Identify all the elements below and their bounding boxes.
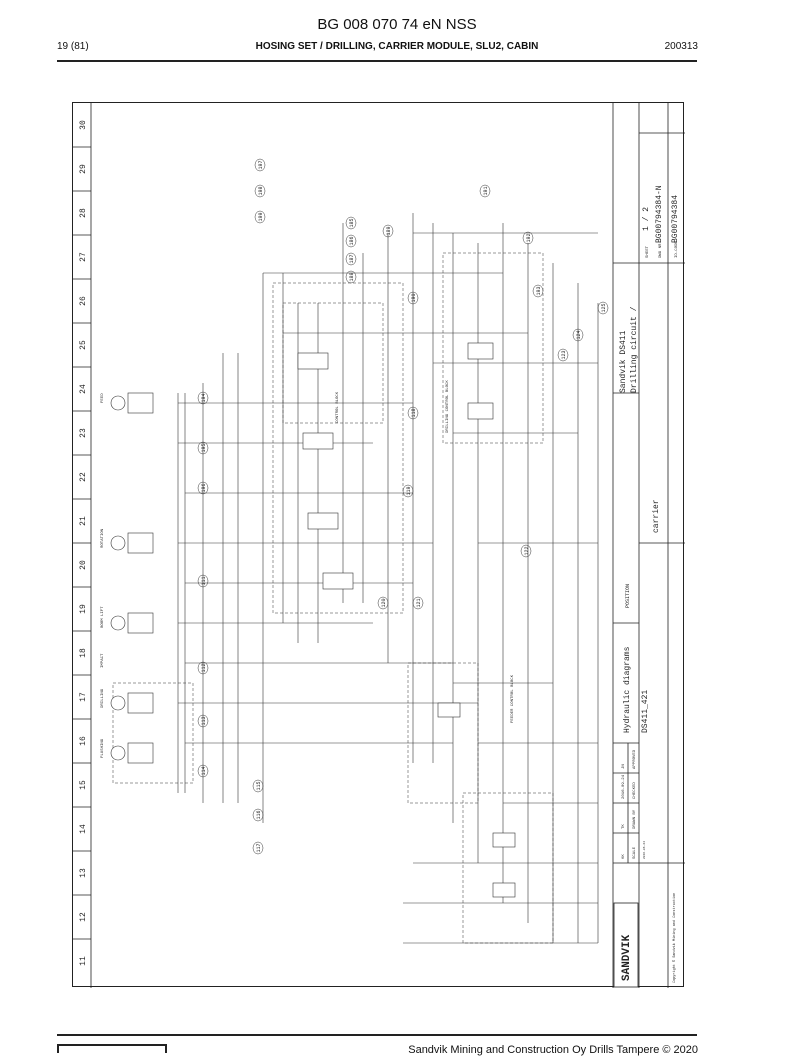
title-block: SANDVIK Copyright © Sandvik Mining and C… bbox=[613, 185, 680, 988]
zone-label: 26 bbox=[79, 296, 88, 306]
callout-label: 123 bbox=[561, 350, 567, 359]
footer-rule bbox=[57, 1034, 697, 1036]
component-label: IMPACT bbox=[101, 653, 105, 668]
hydraulic-diagram: 30 29 28 27 26 25 24 23 22 21 20 19 18 1… bbox=[73, 103, 685, 988]
callout-label: 198 bbox=[258, 186, 264, 195]
zone-label: 15 bbox=[79, 780, 88, 790]
document-date: 200313 bbox=[664, 41, 698, 52]
callout-label: 122 bbox=[524, 546, 530, 555]
section-title: HOSING SET / DRILLING, CARRIER MODULE, S… bbox=[255, 41, 539, 52]
checked-label: CHECKED bbox=[633, 782, 637, 799]
callout-label: 111 bbox=[201, 576, 207, 585]
idcode-value: BG00794384 bbox=[671, 195, 680, 243]
checked-date: 2016-09-24 bbox=[622, 774, 626, 799]
callout-label: 192 bbox=[526, 233, 532, 242]
footer-company: Sandvik Mining and Construction Oy Drill… bbox=[408, 1044, 698, 1056]
zone-label: 11 bbox=[79, 956, 88, 966]
component-label: ROTATION bbox=[101, 528, 105, 548]
callout-label: 189 bbox=[386, 226, 392, 235]
component-label: FEEDER CONTROL BLOCK bbox=[511, 674, 515, 723]
callout-label: 188 bbox=[349, 272, 355, 281]
callout-label: 115 bbox=[256, 781, 262, 790]
callout-label: 125 bbox=[601, 303, 607, 312]
approved-label: APPROVED bbox=[633, 749, 637, 769]
page-indicator: 19 (81) bbox=[57, 41, 89, 52]
zone-label: 14 bbox=[79, 824, 88, 834]
dwg-label: DWG NR. bbox=[659, 241, 663, 258]
callout-label: 197 bbox=[258, 160, 264, 169]
callout-label: 191 bbox=[483, 186, 489, 195]
dwg-number: BG00794384-N bbox=[655, 185, 664, 243]
position-label: POSITION bbox=[625, 584, 631, 608]
title-line-3: carrier bbox=[652, 499, 661, 533]
drawn-by-label: DRAWN BY bbox=[633, 809, 637, 829]
zone-label: 27 bbox=[79, 252, 88, 262]
component-label: FLUSHING bbox=[101, 738, 105, 758]
sheet-label: SHEET bbox=[646, 245, 650, 258]
callout-label: 199 bbox=[258, 212, 264, 221]
zone-label: 25 bbox=[79, 340, 88, 350]
callout-label: 124 bbox=[576, 330, 582, 339]
zone-label: 21 bbox=[79, 516, 88, 526]
scale-label: SCALE bbox=[633, 846, 637, 859]
callout-label: 185 bbox=[349, 218, 355, 227]
component-label: DRILLING CONTROL BLOCK bbox=[446, 380, 450, 433]
callout-label: 117 bbox=[256, 843, 262, 852]
zone-label: 20 bbox=[79, 560, 88, 570]
sandvik-logo-text: SANDVIK bbox=[621, 934, 633, 981]
sandvik-footer-logo bbox=[57, 1044, 167, 1053]
zone-label: 19 bbox=[79, 604, 88, 614]
sheet-value: 1 / 2 bbox=[642, 207, 651, 231]
component-label: FEED bbox=[101, 393, 105, 403]
kk-initials: KK bbox=[622, 854, 626, 859]
callout-label: 118 bbox=[411, 408, 417, 417]
tk-initials: TK bbox=[622, 824, 626, 829]
callout-label: 119 bbox=[406, 486, 412, 495]
component-label: DRILLING bbox=[101, 688, 105, 708]
position-code: DS411_421 bbox=[641, 690, 650, 733]
document-number: BG 008 070 74 eN NSS bbox=[317, 16, 477, 33]
component-labels: ROTATION FEED BOOM LIFT DRILLING FLUSHIN… bbox=[101, 380, 515, 758]
zone-label: 22 bbox=[79, 472, 88, 482]
zone-label: 13 bbox=[79, 868, 88, 878]
callout-label: 114 bbox=[201, 766, 207, 775]
notice-text: 2016-06-24 bbox=[643, 841, 646, 859]
zone-label: 17 bbox=[79, 692, 88, 702]
component-symbols bbox=[110, 342, 516, 898]
callout-label: 193 bbox=[536, 286, 542, 295]
callout-label: 113 bbox=[201, 716, 207, 725]
callout-label: 116 bbox=[256, 810, 262, 819]
callout-label: 120 bbox=[381, 598, 387, 607]
zone-label: 29 bbox=[79, 164, 88, 174]
machine-name: Sandvik DS411 bbox=[619, 330, 628, 393]
zone-label: 24 bbox=[79, 384, 88, 394]
zone-label: 16 bbox=[79, 736, 88, 746]
zone-label: 28 bbox=[79, 208, 88, 218]
title-line-2: Drilling circuit / bbox=[630, 306, 639, 393]
component-label: CONTROL BLOCK bbox=[336, 391, 340, 423]
callout-label: 186 bbox=[349, 236, 355, 245]
callout-bubbles: 197 198 199 185 186 187 188 189 190 191 … bbox=[197, 158, 609, 855]
callout-label: 195 bbox=[201, 443, 207, 452]
hydraulic-drawing-sheet: 30 29 28 27 26 25 24 23 22 21 20 19 18 1… bbox=[72, 102, 685, 988]
header-rule bbox=[57, 60, 697, 62]
callout-label: 194 bbox=[201, 393, 207, 402]
zone-label: 30 bbox=[79, 120, 88, 130]
callout-label: 196 bbox=[201, 483, 207, 492]
zone-labels: 30 29 28 27 26 25 24 23 22 21 20 19 18 1… bbox=[79, 120, 88, 966]
idcode-label: ID-CODE bbox=[675, 241, 679, 258]
callout-label: 187 bbox=[349, 254, 355, 263]
zone-label: 12 bbox=[79, 912, 88, 922]
callout-label: 121 bbox=[416, 598, 422, 607]
copyright-text: Copyright © Sandvik Mining and Construct… bbox=[672, 893, 677, 983]
diagram-type: Hydraulic diagrams bbox=[623, 646, 632, 733]
zone-label: 23 bbox=[79, 428, 88, 438]
zone-label: 18 bbox=[79, 648, 88, 658]
jn-initials: JN bbox=[622, 764, 626, 769]
callout-label: 112 bbox=[201, 663, 207, 672]
control-block-outlines bbox=[112, 252, 554, 944]
callout-label: 190 bbox=[411, 293, 417, 302]
hydraulic-lines bbox=[177, 213, 599, 944]
component-label: BOOM LIFT bbox=[101, 606, 105, 628]
